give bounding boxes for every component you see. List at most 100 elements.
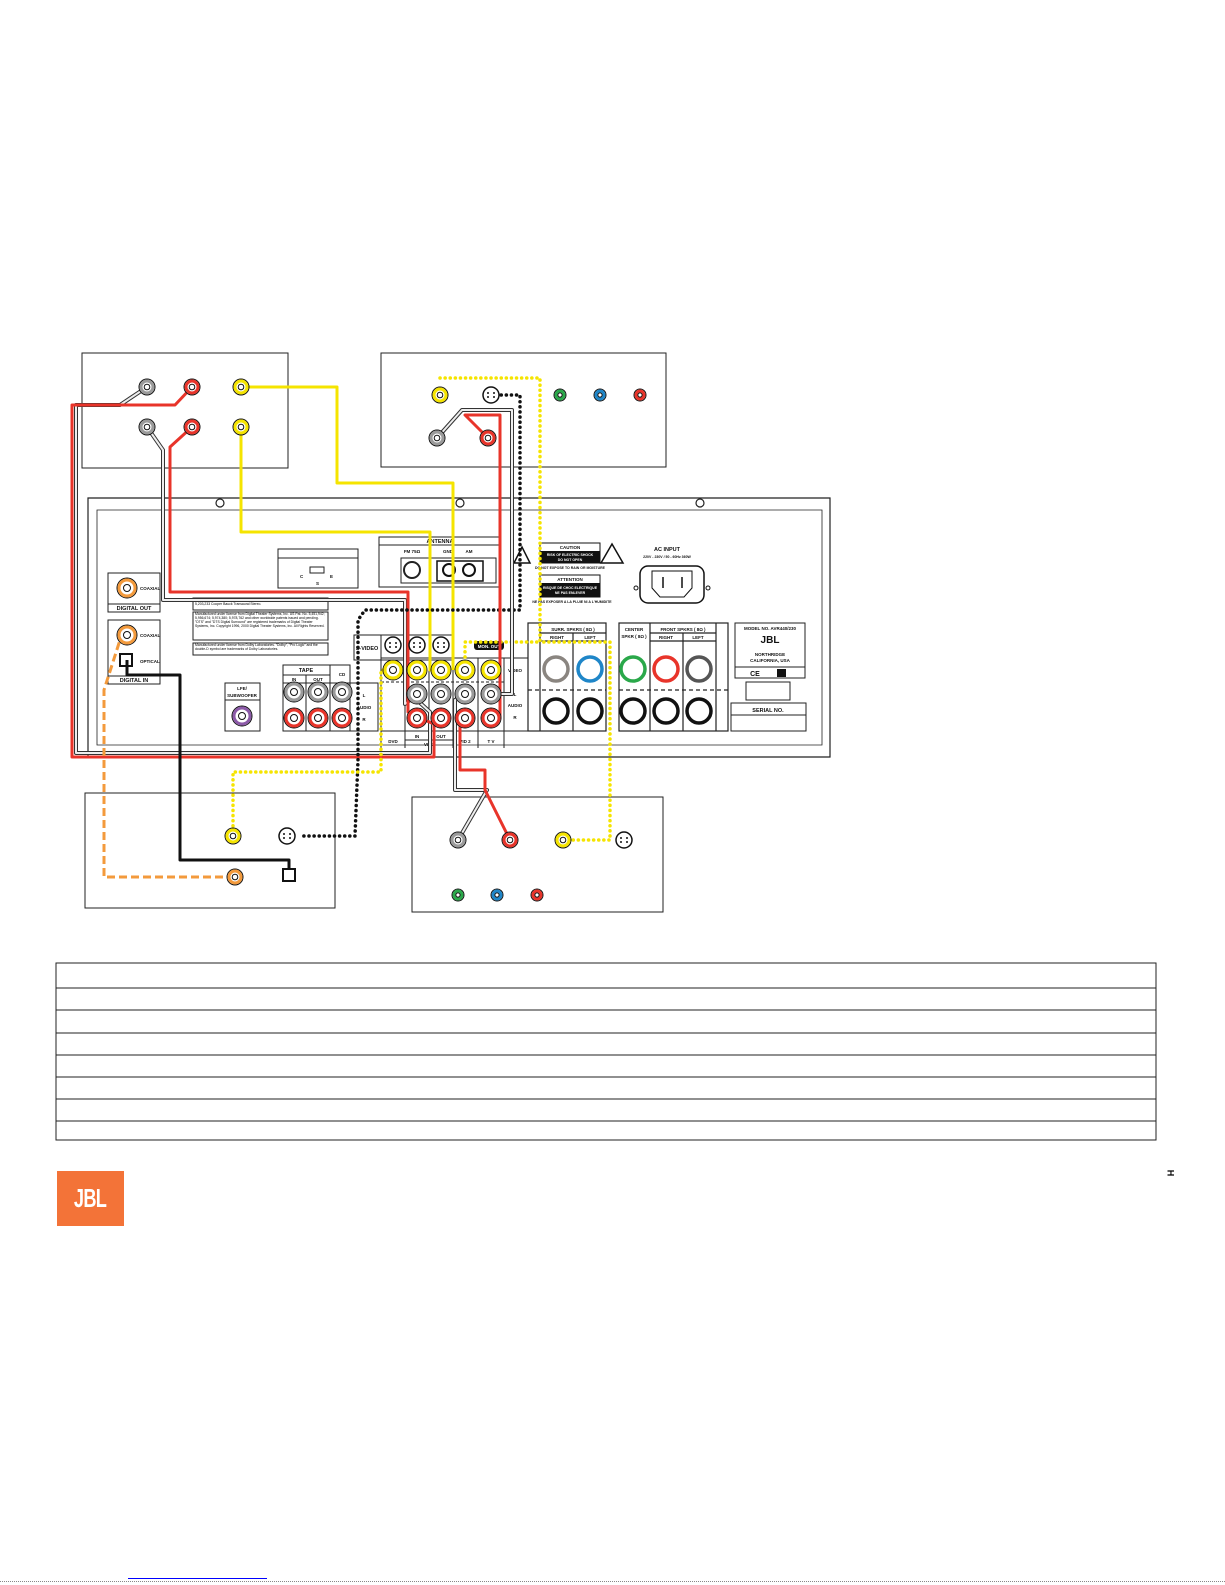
voltage-switch: C S E: [277, 548, 359, 589]
jack-pin: [231, 873, 239, 881]
svg-text:L: L: [363, 693, 366, 698]
svideo-outer: [432, 636, 450, 654]
gray-cable: [146, 426, 416, 705]
terminal: [542, 697, 570, 725]
svg-text:MODEL NO. AVR440/230: MODEL NO. AVR440/230: [744, 626, 796, 631]
rca-jack-red-icon: [530, 888, 544, 902]
svg-text:T V: T V: [487, 739, 494, 744]
jack-pin: [487, 714, 495, 722]
rca-jack-red-icon: [454, 707, 476, 729]
jack-pin: [437, 690, 445, 698]
jack-ring: [225, 828, 241, 844]
svg-text:L: L: [514, 692, 517, 697]
speaker-terminal-icon: [576, 655, 604, 683]
rca-jack-yellow-icon: [554, 831, 572, 849]
jack-ring: [634, 389, 646, 401]
red-cable: [70, 385, 436, 759]
svideo-pin: [493, 392, 495, 394]
rca-jack-gray-icon: [428, 429, 446, 447]
jbl-logo: JBL: [57, 1171, 124, 1226]
s-video-jack-icon: [615, 831, 633, 849]
footer-link[interactable]: [128, 1570, 267, 1579]
svideo-outer: [408, 636, 426, 654]
rca-jack-green-icon: [451, 888, 465, 902]
jack-pin: [437, 714, 445, 722]
jack-ring: [481, 684, 501, 704]
s-video-jack-icon: [408, 636, 426, 654]
svideo-pin: [620, 837, 622, 839]
jack-pin: [461, 714, 469, 722]
speaker-terminal-icon: [619, 655, 647, 683]
rca-jack-gray-icon: [138, 378, 156, 396]
svg-text:SPKR ( 8Ω ): SPKR ( 8Ω ): [621, 634, 647, 639]
jack-ring: [594, 389, 606, 401]
jack-ring: [450, 832, 466, 848]
rca-jack-orange-icon: [116, 577, 138, 599]
svideo-pin: [443, 642, 445, 644]
svg-text:CD: CD: [339, 672, 346, 677]
jack-ring: [284, 708, 304, 728]
yellow-cable: [538, 640, 612, 842]
jack-pin: [637, 392, 643, 398]
jack-pin: [314, 688, 322, 696]
svideo-pin: [493, 396, 495, 398]
jack-pin: [237, 423, 245, 431]
s-video-jack-icon: [482, 386, 500, 404]
jack-pin: [559, 836, 567, 844]
cables: [70, 376, 612, 879]
rca-jack-red-icon: [331, 707, 353, 729]
svideo-pin: [487, 396, 489, 398]
jack-pin: [229, 832, 237, 840]
bottom-rule: [0, 1581, 1225, 1582]
svg-text:R: R: [513, 715, 517, 720]
svg-text:COAXIAL: COAXIAL: [140, 633, 161, 638]
rca-jack-gray-icon: [283, 681, 305, 703]
svg-text:AUDIO: AUDIO: [508, 703, 523, 708]
jack-pin: [290, 714, 298, 722]
rca-jack-blue-icon: [593, 388, 607, 402]
jack-ring: [431, 708, 451, 728]
jack-pin: [487, 666, 495, 674]
jack-pin: [413, 714, 421, 722]
speaker-terminal-icon: [685, 655, 713, 683]
rca-jack-red-icon: [480, 707, 502, 729]
svg-text:SUBWOOFER: SUBWOOFER: [227, 693, 257, 698]
rca-jack-yellow-icon: [232, 378, 250, 396]
svg-text:SURR. SPKRS ( 8Ω ): SURR. SPKRS ( 8Ω ): [551, 627, 595, 632]
jack-pin: [437, 666, 445, 674]
svg-text:ATTENTION: ATTENTION: [557, 577, 582, 582]
subwoofer-output: LFE/ SUBWOOFER: [224, 682, 261, 732]
antenna-terminals: ANTENNA FM 75Ω GND AM: [378, 536, 502, 588]
rca-jack-yellow-icon: [430, 659, 452, 681]
rca-jack-gray-icon: [406, 683, 428, 705]
model-plate: MODEL NO. AVR440/230 JBL NORTHRIDGE CALI…: [730, 622, 807, 732]
jack-ring: [407, 708, 427, 728]
jack-pin: [455, 892, 461, 898]
terminal: [542, 655, 570, 683]
rca-jack-gray-icon: [430, 683, 452, 705]
jack-ring: [455, 660, 475, 680]
jack-pin: [290, 688, 298, 696]
svg-text:E: E: [330, 574, 333, 579]
jack-ring: [481, 708, 501, 728]
jack-ring: [432, 387, 448, 403]
terminal: [685, 697, 713, 725]
rca-jack-gray-icon: [331, 681, 353, 703]
svideo-outer: [482, 386, 500, 404]
caution-label: CAUTION RISK OF ELECTRIC SHOCK DO NOT OP…: [512, 542, 625, 604]
svg-text:DIGITAL OUT: DIGITAL OUT: [117, 606, 152, 612]
svg-text:RIGHT: RIGHT: [659, 635, 673, 640]
svideo-pin: [389, 646, 391, 648]
svideo-pin: [620, 841, 622, 843]
svg-text:S-VIDEO: S-VIDEO: [356, 646, 379, 652]
svideo-pin: [283, 837, 285, 839]
source-device-c: [84, 792, 336, 909]
svg-text:FM 75Ω: FM 75Ω: [404, 549, 421, 554]
svg-text:R: R: [362, 717, 366, 722]
svideo-outer: [384, 636, 402, 654]
jack-pin: [338, 714, 346, 722]
jack-ring: [481, 660, 501, 680]
red-cable: [168, 425, 418, 720]
jack-pin: [433, 434, 441, 442]
